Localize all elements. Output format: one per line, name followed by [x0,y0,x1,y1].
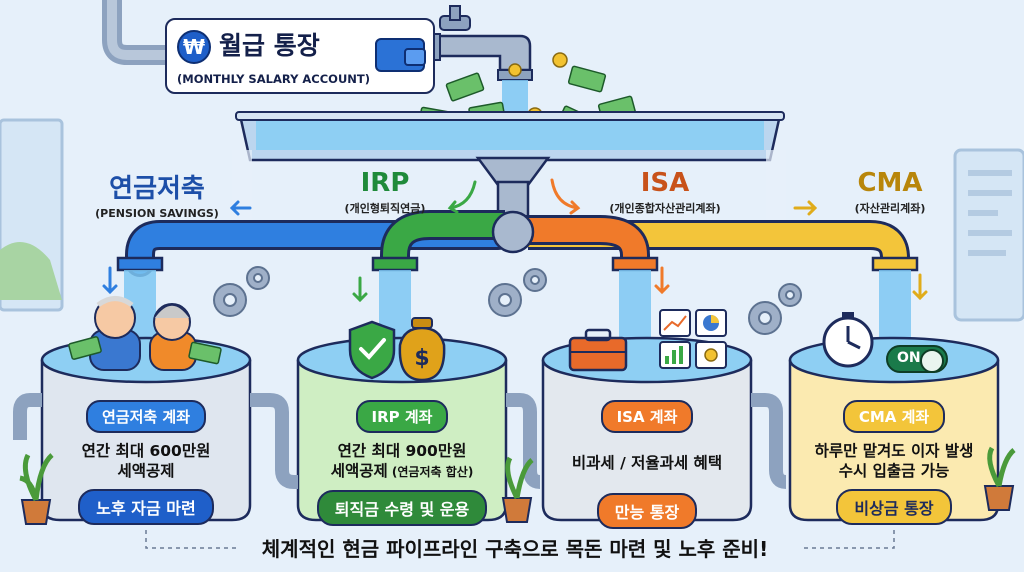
bottom-banner: 체계적인 현금 파이프라인 구축으로 목돈 마련 및 노후 준비! [261,537,769,561]
tank-tag: 퇴직금 수령 및 운용 [316,490,488,526]
svg-text:$: $ [414,346,429,371]
account-subtitle: (PENSION SAVINGS) [95,207,219,220]
tank-description: 비과세 / 저율과세 혜택 [543,453,751,473]
page-subtitle: (MONTHLY SALARY ACCOUNT) [177,72,371,86]
tank-cma-text: CMA 계좌 하루만 맡겨도 이자 발생 수시 입출금 가능 비상금 통장 [790,400,998,525]
shield-check-icon [348,320,396,380]
bottom-bracket [145,530,895,549]
gear-icon [213,266,802,335]
tank-irp-text: IRP 계좌 연간 최대 900만원 세액공제 (연금저축 합산) 퇴직금 수령… [298,400,506,526]
account-subtitle: (자산관리계좌) [854,202,926,215]
tank-tag: 노후 자금 마련 [78,489,214,525]
label-isa: ISA (개인종합자산관리계좌) [585,168,745,216]
plant-icon [19,446,1016,525]
tank-title: 연금저축 계좌 [85,400,207,433]
account-name: IRP [360,168,410,198]
elderly-couple-icon [68,296,222,371]
tank-tag: 비상금 통장 [836,489,952,525]
toolbox-icon [568,328,628,372]
label-cma: CMA (자산관리계좌) [830,168,950,216]
wallet-icon [375,38,426,72]
account-name: 연금저축 [109,174,205,204]
tank-description: 연간 최대 600만원 세액공제 [42,441,250,481]
account-subtitle: (개인종합자산관리계좌) [609,202,721,215]
tank-description: 연간 최대 900만원 세액공제 (연금저축 합산) [298,441,506,482]
account-subtitle: (개인형퇴직연금) [344,202,426,215]
desc-line-1: 연간 최대 600만원 [81,442,211,460]
tank-isa-text: ISA 계좌 비과세 / 저율과세 혜택 만능 통장 [543,400,751,529]
label-pension: 연금저축 (PENSION SAVINGS) [82,168,232,220]
tank-description: 하루만 맡겨도 이자 발생 수시 입출금 가능 [790,441,998,481]
label-irp: IRP (개인형퇴직연금) [320,168,450,216]
salary-account-card: ₩ 월급 통장 (MONTHLY SALARY ACCOUNT) [165,18,435,94]
tank-tag: 만능 통장 [596,493,698,529]
tank-title: IRP 계좌 [355,400,449,433]
desc-line-2: 수시 입출금 가능 [838,462,950,480]
arrow-icon [102,178,928,303]
tank-title: ISA 계좌 [600,400,694,433]
desc-line-1: 비과세 / 저율과세 혜택 [571,454,723,472]
desc-line-1: 연간 최대 900만원 [337,442,467,460]
tank-title: CMA 계좌 [842,400,946,433]
connecting-pipes [13,393,787,489]
account-name: CMA [857,168,923,198]
chart-icon [659,309,727,369]
desc-line-2: 세액공제 [117,462,175,480]
desc-line-2-note: (연금저축 합산) [387,465,474,479]
won-icon: ₩ [177,30,211,64]
page-title: 월급 통장 [219,31,320,60]
clock-icon [822,312,874,368]
tank-pension-text: 연금저축 계좌 연간 최대 600만원 세액공제 노후 자금 마련 [42,400,250,525]
desc-line-1: 하루만 맡겨도 이자 발생 [814,442,974,460]
account-name: ISA [640,168,690,198]
money-bag-icon: $ [398,317,446,382]
on-toggle: ON [886,345,948,373]
desc-line-2: 세액공제 (연금저축 합산) [298,461,506,482]
branch-pipes [116,210,919,345]
desc-line-2-main: 세액공제 [330,462,388,480]
top-left-pipe [102,0,170,65]
